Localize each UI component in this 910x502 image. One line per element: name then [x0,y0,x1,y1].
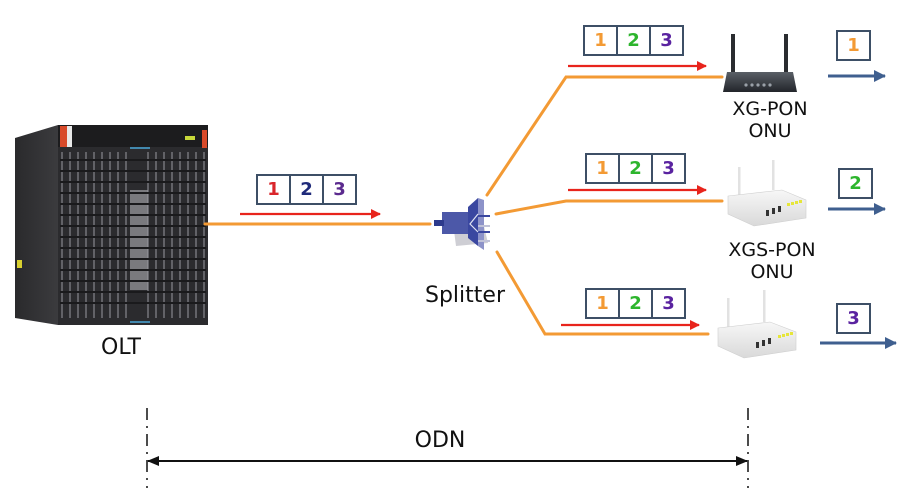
olt-label: OLT [101,335,141,360]
packet-cell: 1 [258,176,291,203]
packet-cell: 3 [333,179,346,200]
packet-branch-2: 1 2 3 [585,153,686,184]
packet-cell: 3 [662,158,675,179]
odn-span [146,408,749,488]
onu-output-arrows [820,70,897,349]
olt-chassis-icon [15,125,208,325]
packet-cell: 2 [618,27,651,54]
onu-label-2-line1: XGS-PON [728,239,816,261]
onu-router-2 [727,160,807,227]
fiber-branch-3 [495,250,710,336]
fiber-branch-2 [494,199,724,216]
packet-cell: 3 [660,30,673,51]
downstream-arrows [240,61,707,330]
onu-label-1-line2: ONU [748,120,792,142]
onu-router-1 [723,34,797,92]
packet-olt: 1 2 3 [256,174,357,205]
onu-router-3 [717,290,797,359]
packet-cell: 2 [291,176,324,203]
packet-cell: 2 [620,155,653,182]
packet-cell: 1 [585,27,618,54]
optical-splitter-icon [434,198,490,250]
onu-label-2-line2: ONU [750,261,794,283]
packet-branch-1: 1 2 3 [583,25,684,56]
packet-cell: 2 [849,173,862,194]
output-packet-3: 3 [836,303,871,334]
packet-branch-3: 1 2 3 [585,288,686,319]
splitter-label: Splitter [425,283,505,308]
packet-cell: 3 [662,293,675,314]
packet-cell: 1 [847,35,860,56]
packet-cell: 1 [587,155,620,182]
fiber-lines [203,75,724,336]
onu-label-1-line1: XG-PON [732,98,808,120]
packet-cell: 1 [587,290,620,317]
onu-label-2: XGS-PON ONU [717,239,827,283]
onu-label-1: XG-PON ONU [720,98,820,142]
packet-cell: 3 [847,308,860,329]
odn-label: ODN [414,428,466,453]
packet-cell: 2 [620,290,653,317]
fiber-branch-1 [485,75,724,197]
output-packet-1: 1 [836,30,871,61]
output-packet-2: 2 [838,168,873,199]
